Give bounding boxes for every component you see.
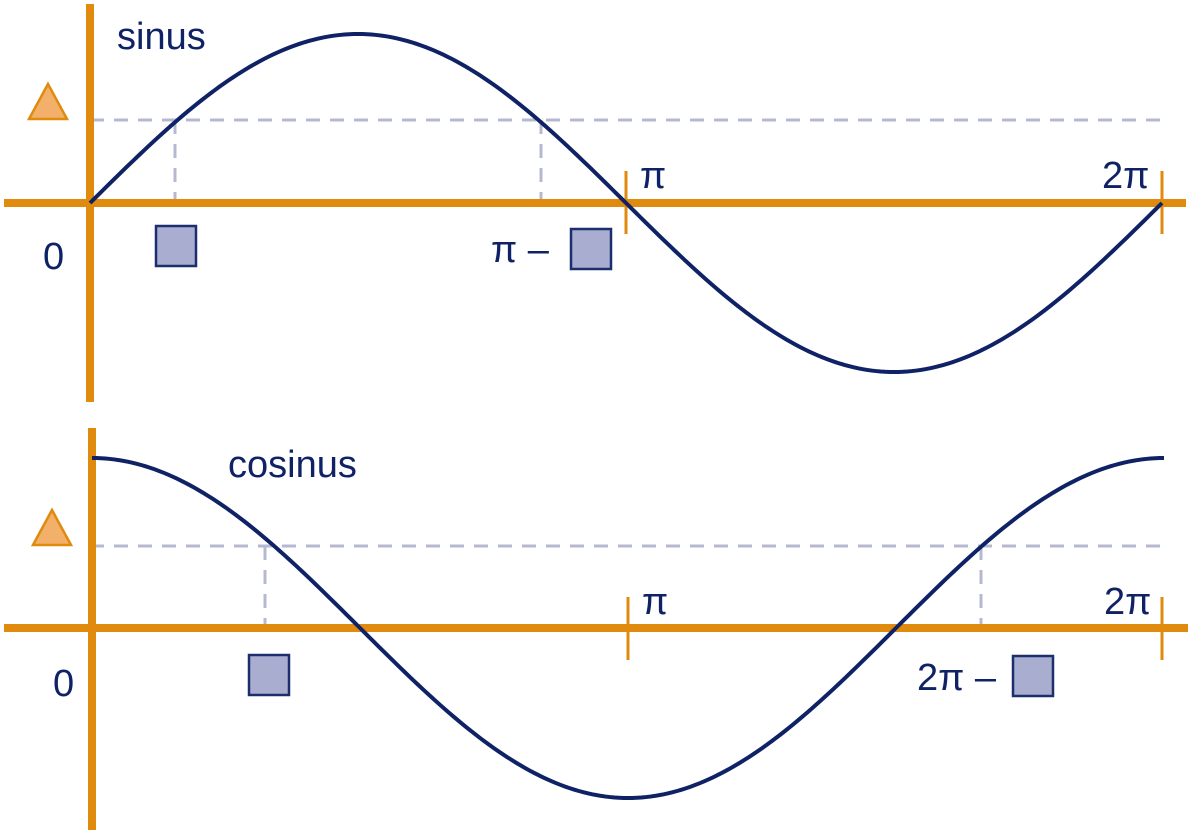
cosine-2pi-label: 2π bbox=[1104, 581, 1151, 623]
cosine-panel: cosinus 0 π 2π 2π – bbox=[4, 428, 1188, 830]
cosine-title: cosinus bbox=[228, 444, 357, 486]
triangle-icon bbox=[30, 507, 74, 547]
cosine-origin-label: 0 bbox=[53, 663, 74, 705]
sine-panel: sinus 0 π 2π π – bbox=[4, 4, 1186, 402]
sine-2pi-label: 2π bbox=[1102, 155, 1149, 197]
square-icon bbox=[1011, 654, 1055, 698]
sine-curve bbox=[88, 31, 1164, 375]
cosine-curve bbox=[91, 456, 1165, 801]
cosine-pi-label: π bbox=[642, 581, 668, 623]
square-icon bbox=[569, 227, 613, 271]
cosine-2pi-minus-label: 2π – bbox=[917, 657, 997, 699]
sine-title: sinus bbox=[117, 16, 206, 58]
sine-pi-label: π bbox=[640, 155, 666, 197]
sine-pi-minus-label: π – bbox=[491, 229, 550, 271]
square-icon bbox=[247, 653, 291, 697]
sine-origin-label: 0 bbox=[43, 236, 64, 278]
square-icon bbox=[154, 224, 198, 268]
triangle-icon bbox=[26, 81, 70, 121]
